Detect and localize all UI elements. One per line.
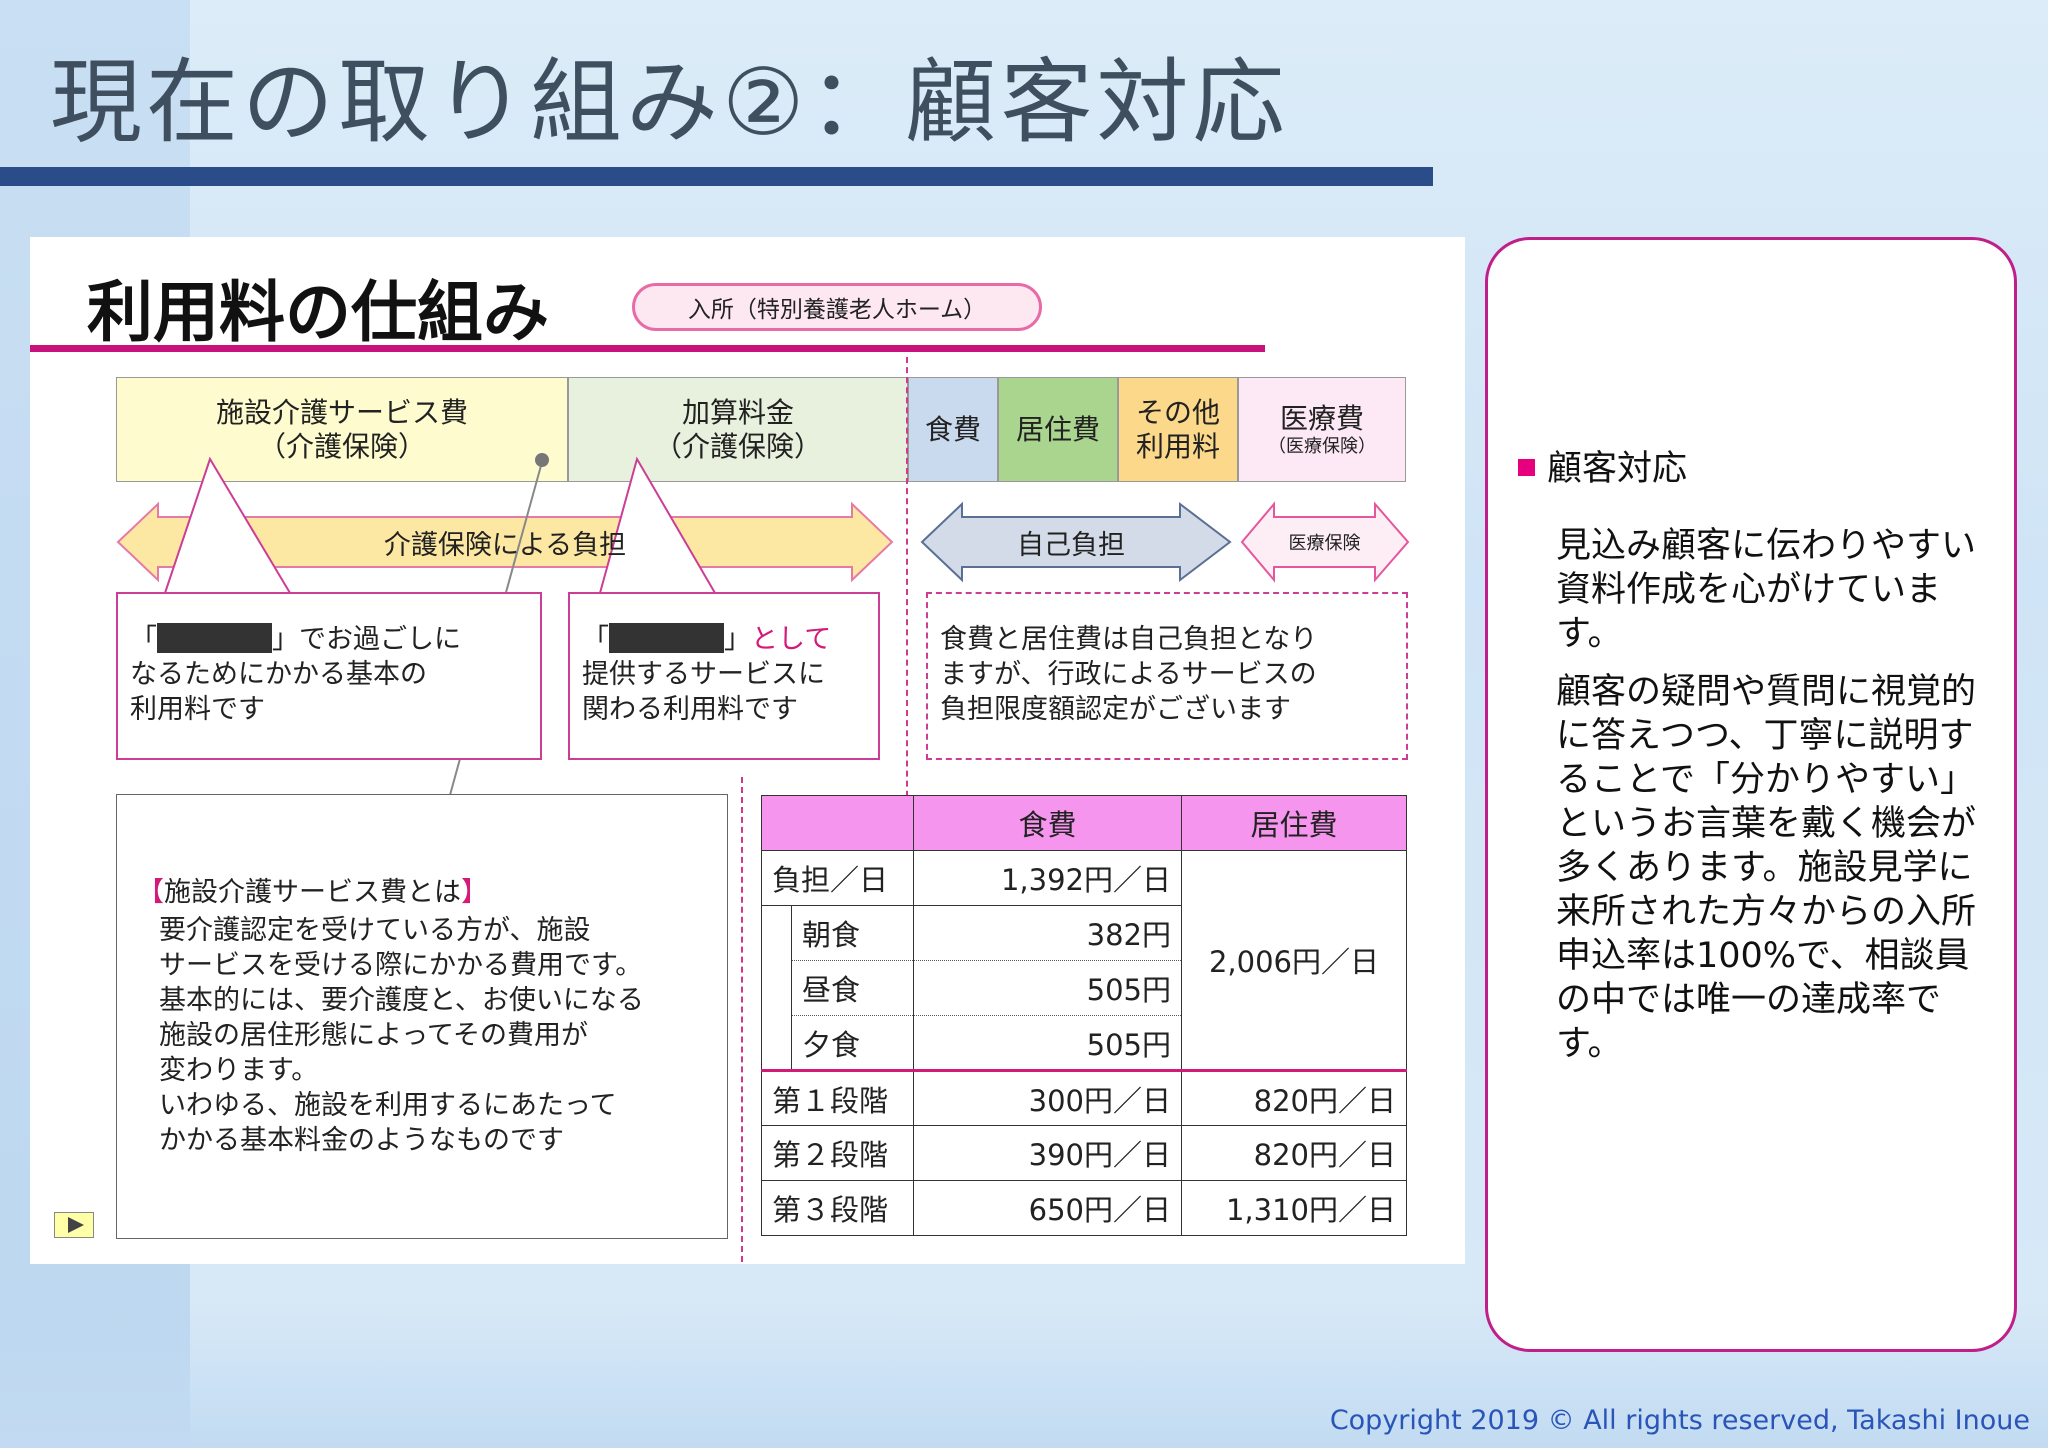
category-food: 食費: [908, 377, 998, 482]
slide-title: 利用料の仕組み: [87, 274, 549, 351]
explain-box-additional: 「」として 提供するサービスに 関わる利用料です: [568, 592, 880, 760]
category-medical: 医療費（医療保険）: [1238, 377, 1406, 482]
table-row: 朝食 382円: [761, 905, 1407, 1071]
panel-body: 見込み顧客に伝わりやすい資料作成を心がけています。 顧客の疑問や質問に視覚的に答…: [1556, 524, 1986, 1080]
panel-paragraph: 見込み顧客に伝わりやすい資料作成を心がけています。: [1556, 526, 1977, 654]
copyright-footer: Copyright 2019 © All rights reserved, Ta…: [1329, 1405, 2030, 1436]
table-header-blank: [761, 795, 914, 851]
insurance-arrow-shape: [116, 501, 894, 583]
table-row: 負担／日 1,392円／日 2,006円／日: [761, 850, 1407, 1071]
slide-title-rule: [30, 345, 1265, 352]
category-facility-care: 施設介護サービス費（介護保険）: [116, 377, 568, 482]
self-pay-label: 自己負担: [1017, 529, 1125, 561]
play-button-icon[interactable]: [54, 1212, 94, 1238]
category-residence: 居住費: [998, 377, 1118, 482]
divider-lower: [741, 777, 743, 1262]
self-pay-arrow-shape: [920, 501, 1232, 583]
table-row: 夕食 505円: [762, 1015, 1407, 1071]
residence-total: 2,006円／日: [1181, 850, 1407, 1071]
arrow-diagram: [116, 453, 1410, 796]
table-row: 第３段階 650円／日 1,310円／日: [761, 1180, 1407, 1236]
medical-arrow-shape: [1240, 501, 1410, 583]
table-row: 第１段階 300円／日 820円／日: [761, 1069, 1407, 1126]
connector-dot: [535, 453, 549, 467]
facility-type-badge: 入所（特別養護老人ホーム）: [632, 283, 1042, 331]
page-title: 現在の取り組み②：顧客対応: [50, 49, 1289, 156]
medical-insurance-label: 医療保険: [1288, 533, 1361, 554]
description-body: 要介護認定を受けている方が、施設 サービスを受ける際にかかる費用です。 基本的に…: [159, 915, 644, 1156]
panel-heading: 顧客対応: [1518, 440, 1687, 491]
table-header-food: 食費: [913, 795, 1182, 851]
redacted-name: [609, 623, 724, 653]
embedded-slide: 利用料の仕組み 入所（特別養護老人ホーム） 施設介護サービス費（介護保険） 加算…: [30, 237, 1465, 1264]
table-row: 第２段階 390円／日 820円／日: [761, 1125, 1407, 1181]
explain-box-facility: 「」でお過ごしに なるためにかかる基本の 利用料です: [116, 592, 542, 760]
insurance-burden-label: 介護保険による負担: [383, 529, 627, 561]
table-header-row: 食費 居住費: [761, 795, 1407, 851]
description-heading: 【施設介護サービス費とは】: [137, 877, 488, 908]
category-other: その他利用料: [1118, 377, 1238, 482]
category-additional-fee: 加算料金（介護保険）: [568, 377, 908, 482]
customer-response-panel: 顧客対応 見込み顧客に伝わりやすい資料作成を心がけています。 顧客の疑問や質問に…: [1485, 237, 2017, 1352]
divider-upper: [906, 357, 908, 827]
title-underline: [0, 167, 1433, 186]
bullet-square-icon: [1518, 459, 1535, 476]
redacted-name: [157, 623, 272, 653]
table-header-residence: 居住費: [1181, 795, 1407, 851]
fee-table: 食費 居住費 負担／日 1,392円／日 2,006円／日 朝食 382円 昼食…: [761, 795, 1407, 1236]
table-row: 昼食 505円: [762, 960, 1407, 1016]
panel-paragraph: 顧客の疑問や質問に視覚的に答えつつ、丁寧に説明することで「分かりやすい」というお…: [1556, 672, 1977, 1064]
facility-care-description: 【施設介護サービス費とは】 要介護認定を受けている方が、施設 サービスを受ける際…: [116, 794, 728, 1239]
explain-box-self-pay: 食費と居住費は自己負担となり ますが、行政によるサービスの 負担限度額認定がござ…: [926, 592, 1408, 760]
